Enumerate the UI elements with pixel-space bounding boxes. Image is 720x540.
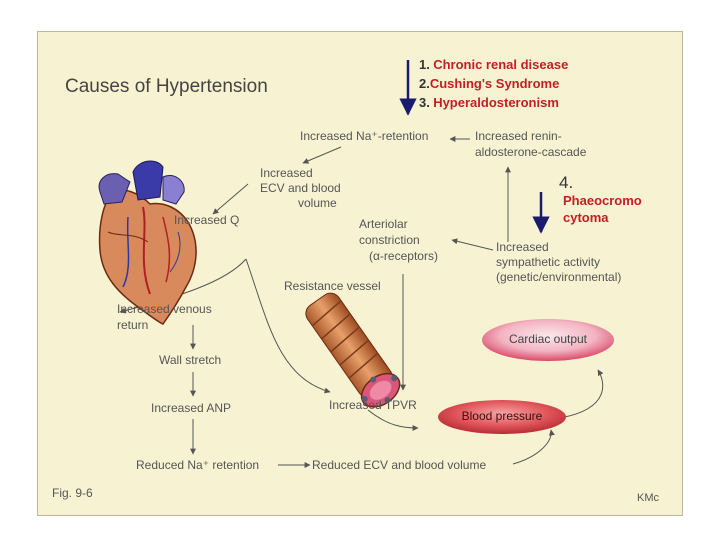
- cause-1: 1. Chronic renal disease: [419, 57, 569, 72]
- figure-label: Fig. 9-6: [52, 486, 93, 500]
- arrow-symp-to-arteriolar: [451, 238, 494, 251]
- node-na-retention: Increased Na⁺-retention: [300, 129, 429, 143]
- arrow-ecv-to-bp: [512, 429, 555, 465]
- blood-pressure-oval: [438, 400, 566, 434]
- arrow-bp-to-cardiac: [552, 369, 604, 420]
- arrow-q-to-tpvr: [245, 258, 331, 394]
- cardiac-output-label: Cardiac output: [508, 332, 588, 346]
- node-arteriolar-line1: Arteriolar: [359, 217, 408, 231]
- node-arteriolar-line3: (α-receptors): [369, 249, 438, 263]
- diagram-canvas: [98, 60, 614, 468]
- arrow-tpvr-to-bp: [367, 409, 419, 431]
- author-label: KMc: [637, 492, 659, 504]
- node-arteriolar-line2: constriction: [359, 233, 420, 247]
- cardiac-output-oval: [482, 319, 614, 361]
- node-ecv-line3: volume: [298, 196, 337, 210]
- slide: Causes of Hypertension 1. Chronic renal …: [37, 31, 683, 516]
- node-increased-q: Increased Q: [174, 213, 240, 227]
- node-symp-line2: sympathetic activity: [496, 255, 601, 269]
- node-venous-line1: Increased venous: [117, 302, 212, 316]
- page-title: Causes of Hypertension: [65, 76, 268, 97]
- blood-pressure-label: Blood pressure: [461, 409, 543, 423]
- node-renin-line2: aldosterone-cascade: [475, 145, 587, 159]
- node-increased-anp: Increased ANP: [151, 401, 232, 415]
- cause-4-number: 4.: [559, 173, 574, 192]
- node-increased-tpvr: Increased TPVR: [329, 398, 417, 412]
- node-symp-line1: Increased: [496, 240, 549, 254]
- heart-illustration: [98, 160, 197, 325]
- node-symp-line3: (genetic/environmental): [496, 270, 622, 284]
- node-ecv-line2: ECV and blood: [260, 181, 341, 195]
- node-wall-stretch: Wall stretch: [159, 353, 222, 367]
- node-resistance-vessel: Resistance vessel: [284, 279, 381, 293]
- cause-2: 2.Cushing's Syndrome: [419, 76, 560, 91]
- resistance-vessel-illustration: [305, 292, 401, 408]
- cause-4-line2: cytoma: [563, 210, 609, 225]
- node-ecv-line1: Increased: [260, 166, 313, 180]
- arrow-na-to-ecv: [302, 146, 342, 164]
- node-renin-line1: Increased renin-: [475, 129, 562, 143]
- cause-3: 3. Hyperaldosteronism: [419, 95, 559, 110]
- node-reduced-ecv: Reduced ECV and blood volume: [312, 458, 487, 472]
- node-reduced-na: Reduced Na⁺ retention: [136, 458, 260, 472]
- node-venous-line2: return: [117, 318, 149, 332]
- arrow-ecv-to-q: [212, 183, 249, 215]
- cause-4-line1: Phaeocromo: [563, 193, 642, 208]
